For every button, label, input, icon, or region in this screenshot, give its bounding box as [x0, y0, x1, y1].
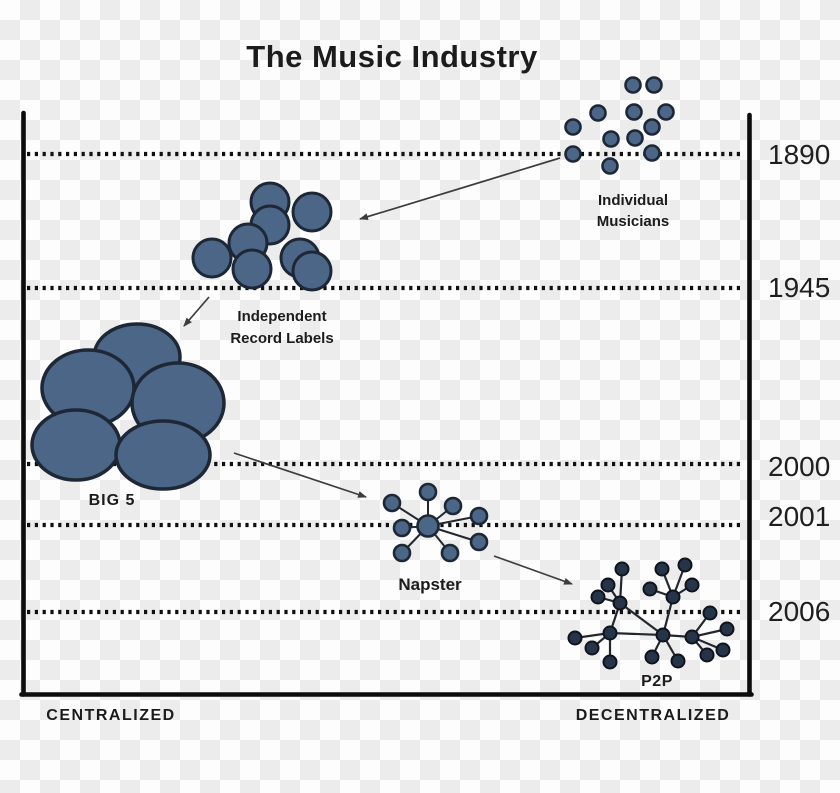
individual-musicians-node [601, 157, 619, 175]
year-label-1945: 1945 [768, 272, 831, 303]
p2p-node [699, 647, 715, 663]
p2p-label: P2P [641, 673, 673, 690]
p2p-node [612, 595, 628, 611]
p2p-node [584, 640, 600, 656]
napster-node [469, 532, 489, 552]
individual-musicians-node [564, 118, 582, 136]
napster-node [418, 482, 438, 502]
p2p-node [642, 581, 658, 597]
napster-node [392, 543, 412, 563]
p2p-node [670, 653, 686, 669]
independent-label-line1: Independent [237, 308, 327, 325]
axis-label-centralized: CENTRALIZED [46, 707, 176, 724]
napster-node [469, 506, 489, 526]
p2p-node [602, 654, 618, 670]
independent-record-labels-node [231, 248, 273, 290]
individual-musicians-label-line1: Individual [597, 192, 668, 209]
arrow-big5-to-napster [233, 452, 367, 498]
independent-record-labels-label: Independent Record Labels [230, 306, 333, 350]
p2p-node [684, 577, 700, 593]
individual-musicians-node [589, 104, 607, 122]
independent-label-line2: Record Labels [230, 330, 334, 347]
year-label-2001: 2001 [768, 501, 831, 532]
napster-node [382, 493, 402, 513]
individual-musicians-node [624, 76, 642, 94]
individual-musicians-node [645, 76, 663, 94]
p2p-node [719, 621, 735, 637]
independent-record-labels-node [291, 250, 333, 292]
arrow-musicians-to-indie [359, 157, 561, 221]
p2p-node [654, 561, 670, 577]
p2p-node [614, 561, 630, 577]
individual-musicians-node [564, 145, 582, 163]
individual-musicians-node [602, 130, 620, 148]
p2p-node [702, 605, 718, 621]
independent-record-labels-node [291, 191, 333, 233]
individual-musicians-node [643, 118, 661, 136]
p2p-node [602, 625, 618, 641]
independent-record-labels-node [191, 237, 233, 279]
p2p-node [677, 557, 693, 573]
napster-node [443, 496, 463, 516]
p2p-node [655, 627, 671, 643]
p2p-node [567, 630, 583, 646]
axis-label-decentralized: DECENTRALIZED [575, 707, 731, 724]
p2p-node [715, 642, 731, 658]
page-title: The Music Industry [246, 39, 538, 74]
big5-ellipse [30, 408, 122, 482]
p2p-node [590, 589, 606, 605]
year-label-2006: 2006 [768, 596, 831, 627]
individual-musicians-node [657, 103, 675, 121]
napster-hub-node [416, 514, 440, 538]
individual-musicians-node [626, 129, 644, 147]
p2p-node [600, 577, 616, 593]
big5-label: BIG 5 [88, 492, 136, 509]
year-label-1890: 1890 [768, 139, 831, 170]
big5-ellipse [114, 419, 212, 491]
individual-musicians-label-line2: Musicians [596, 213, 670, 230]
napster-node [392, 518, 412, 538]
p2p-node [684, 629, 700, 645]
individual-musicians-node [643, 144, 661, 162]
arrow-indie-to-big5 [183, 296, 210, 327]
p2p-node [644, 649, 660, 665]
individual-musicians-node [625, 103, 643, 121]
arrow-napster-to-p2p [493, 555, 573, 585]
p2p-node [665, 589, 681, 605]
year-label-2000: 2000 [768, 451, 831, 482]
napster-label: Napster [398, 575, 462, 594]
p2p-edge [609, 631, 664, 637]
individual-musicians-label: Individual Musicians [597, 190, 670, 232]
napster-node [440, 543, 460, 563]
p2p-edge [619, 602, 664, 636]
